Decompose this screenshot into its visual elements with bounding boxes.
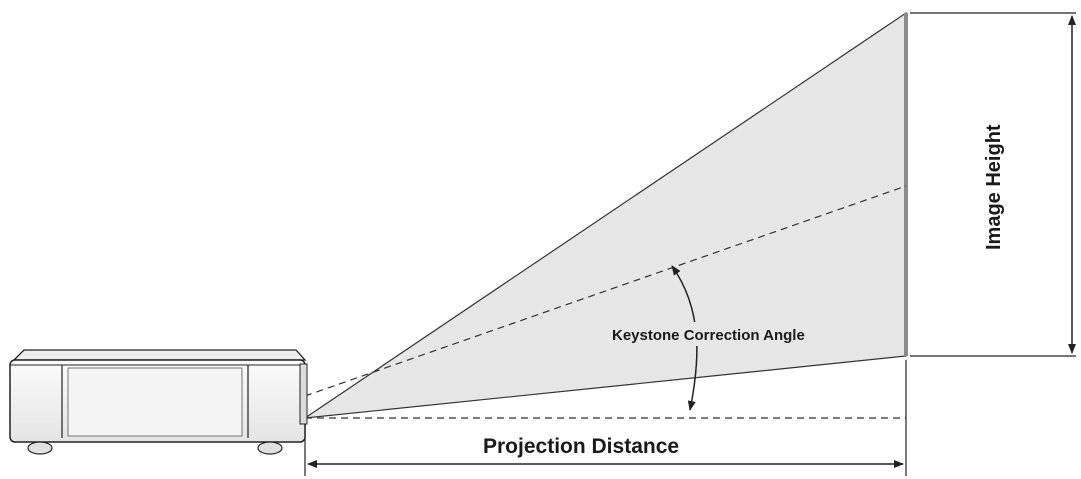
projector-left-foot <box>27 441 53 455</box>
keystone-correction-angle-label: Keystone Correction Angle <box>612 327 805 344</box>
projector <box>9 349 308 455</box>
projector-front-panel <box>67 367 243 437</box>
angle-label-background <box>608 322 850 346</box>
image-height-label: Image Height <box>983 124 1005 250</box>
projection-distance-label: Projection Distance <box>483 435 679 458</box>
projector-lens <box>299 363 308 425</box>
projector-right-foot <box>257 441 283 455</box>
projection-center-line <box>304 185 907 397</box>
projector-top <box>12 349 307 361</box>
projection-beam <box>304 11 907 419</box>
